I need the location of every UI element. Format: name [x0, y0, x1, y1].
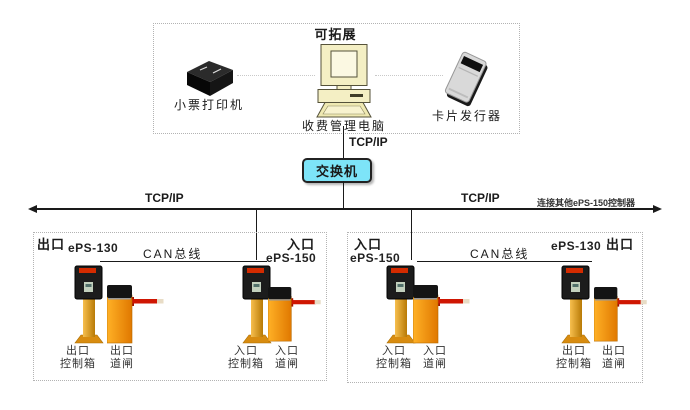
backbone-arrow-right-icon [653, 205, 662, 213]
switch-backbone-link [343, 181, 344, 209]
card-dispenser-label: 卡片发行器 [431, 109, 502, 123]
device-label: 出口 控制箱 [60, 345, 96, 370]
management-pc-label: 收费管理电脑 [296, 117, 392, 134]
zone-b-can-bus-label: CAN总线 [470, 247, 530, 261]
zone-a-exit-label: 出口 [37, 237, 66, 252]
switch-box: 交换机 [302, 158, 372, 183]
printer-pc-link [237, 75, 315, 76]
exit-control-pedestal-icon [559, 265, 593, 345]
backbone-zone-b-link [411, 210, 412, 260]
pc-switch-link [343, 126, 344, 159]
device-label: 入口 控制箱 [228, 345, 264, 370]
tcpip-label-left: TCP/IP [145, 191, 184, 205]
zone-b-can-bus-line [417, 261, 592, 262]
zone-a-entry-label: 入口 [287, 237, 316, 252]
zone-b-entry-label: 入口 [354, 237, 383, 252]
entry-barrier-gate-icon [268, 285, 324, 345]
card-dispenser-icon [444, 51, 488, 107]
zone-a-box [33, 232, 327, 381]
expandable-zone-box [153, 23, 520, 134]
device-label: 入口 道闸 [275, 345, 299, 370]
zone-b-exit-label: 出口 [606, 237, 635, 252]
management-pc-icon [316, 44, 372, 118]
zone-a-can-bus-label: CAN总线 [143, 247, 203, 261]
zone-b-entry-model-label: ePS-150 [350, 251, 401, 265]
zone-b-exit-model-label: ePS-130 [551, 239, 602, 253]
expandable-zone-title: 可拓展 [314, 27, 357, 42]
device-label: 出口 道闸 [602, 345, 626, 370]
exit-barrier-gate-icon [107, 285, 167, 345]
zone-a-entry-model-label: ePS-150 [266, 251, 317, 265]
pc-dispenser-link [375, 75, 443, 76]
device-label: 入口 控制箱 [376, 345, 412, 370]
receipt-printer-label: 小票打印机 [173, 98, 244, 112]
tcpip-label-top: TCP/IP [349, 135, 388, 149]
tcpip-label-right: TCP/IP [461, 191, 500, 205]
zone-a-can-bus-line [100, 261, 267, 262]
switch-label: 交换机 [315, 164, 358, 179]
extension-note: 连接其他ePS-150控制器 [537, 198, 636, 208]
zone-a-exit-model-label: ePS-130 [68, 241, 119, 255]
backbone-line [36, 208, 654, 210]
backbone-arrow-left-icon [28, 205, 37, 213]
receipt-printer-icon [187, 61, 233, 96]
zone-b-box [347, 232, 643, 383]
device-label: 入口 道闸 [423, 345, 447, 370]
entry-barrier-gate-icon [413, 285, 473, 345]
device-label: 出口 控制箱 [556, 345, 592, 370]
exit-barrier-gate-icon [594, 285, 650, 345]
exit-control-pedestal-icon [72, 265, 106, 345]
backbone-zone-a-link [256, 210, 257, 260]
device-label: 出口 道闸 [110, 345, 134, 370]
